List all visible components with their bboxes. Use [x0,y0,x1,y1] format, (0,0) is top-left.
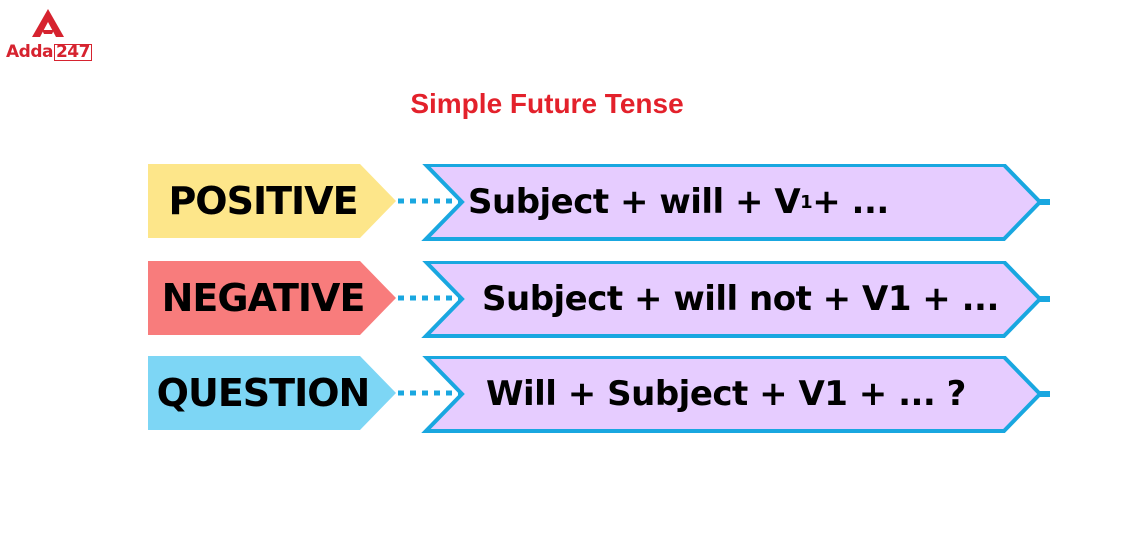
row-negative-shapes [148,261,1050,338]
row-positive-shapes [148,164,1050,241]
row-label-negative: NEGATIVE [161,276,366,320]
logo-brand: Adda [6,42,53,62]
row-negative: NEGATIVE Subject + will not + V1 + ... [0,261,1141,341]
formula-text: Subject + will not + V1 + ... [482,279,999,319]
row-question: QUESTION Will + Subject + V1 + ... ? [0,356,1141,436]
formula-arrow-shape [421,164,1043,241]
label-tag-shape [148,164,396,238]
row-formula-negative: Subject + will not + V1 + ... [482,261,1022,337]
logo-mark-icon [32,9,64,37]
formula-arrow-shape [421,356,1043,433]
row-question-shapes [148,356,1050,433]
label-tag-shape [148,261,396,335]
formula-arrow-shape [421,261,1043,338]
formula-text-end: + ... [812,182,889,222]
formula-subscript: 1 [800,191,813,213]
label-tag-shape [148,356,396,430]
formula-text: Will + Subject + V1 + ... ? [486,374,966,414]
logo-number: 247 [53,42,92,62]
row-formula-question: Will + Subject + V1 + ... ? [486,356,1026,432]
row-label-question: QUESTION [156,371,371,415]
page-title: Simple Future Tense [410,88,684,119]
row-label-positive: POSITIVE [168,179,358,223]
formula-text: Subject + will + V [468,182,801,222]
